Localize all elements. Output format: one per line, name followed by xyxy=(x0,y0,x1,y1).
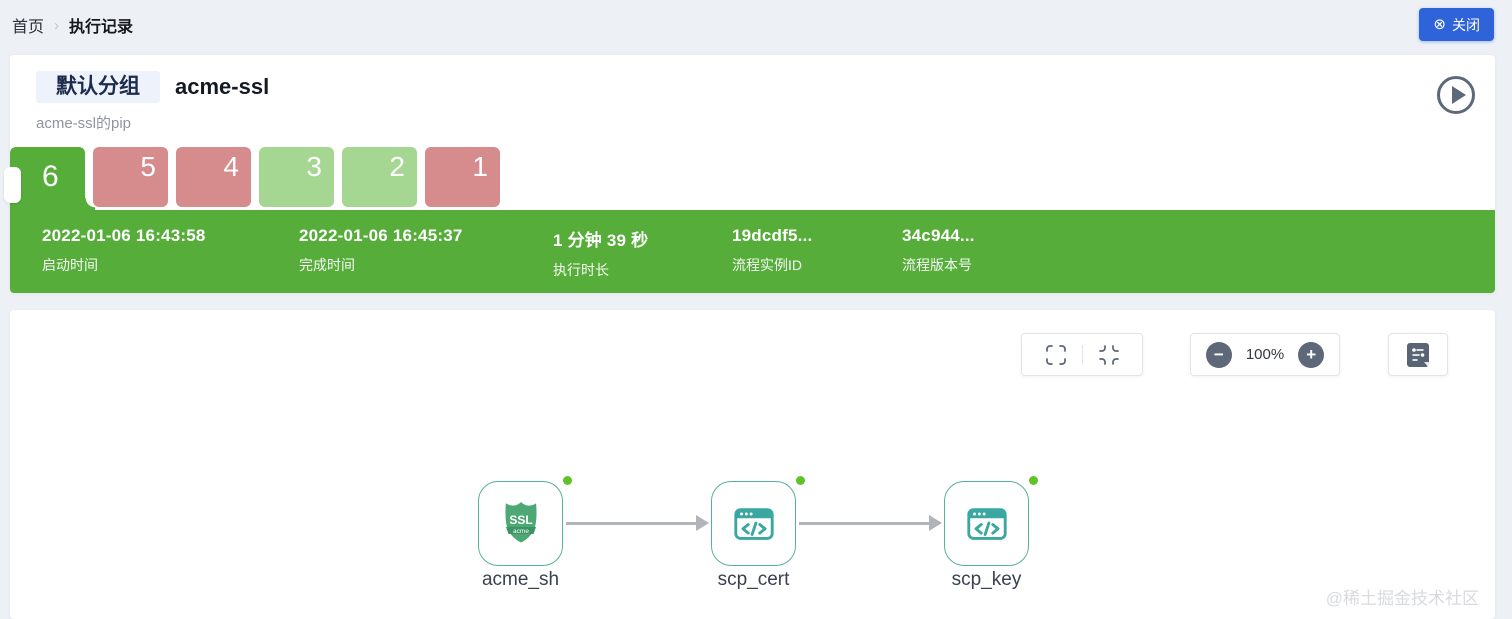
active-tab-fillet xyxy=(85,198,95,210)
node-status-dot xyxy=(1029,476,1038,485)
run-tab-5[interactable]: 5 xyxy=(93,147,168,207)
fit-view-button[interactable] xyxy=(1042,341,1070,369)
fit-screen-icon xyxy=(1045,344,1066,365)
node-scp_cert[interactable] xyxy=(711,481,796,566)
field-label: 流程实例ID xyxy=(732,257,802,273)
run-tab-2[interactable]: 2 xyxy=(342,147,417,207)
field-value: 19dcdf5... xyxy=(732,226,813,245)
ssl-shield-icon: SSL acme xyxy=(504,501,537,542)
field-value: 1 分钟 39 秒 xyxy=(553,231,649,250)
run-field-instance-id: 19dcdf5... 流程实例ID xyxy=(732,226,812,275)
pipeline-card: 默认分组 acme-ssl acme-ssl的pip 6 5 4 3 2 1 2… xyxy=(4,55,1495,293)
field-value: 2022-01-06 16:43:58 xyxy=(42,226,206,245)
run-number: 4 xyxy=(223,151,239,182)
run-detail-bar: 2022-01-06 16:43:58 启动时间 2022-01-06 16:4… xyxy=(10,210,1495,293)
edge-acme_sh-scp_cert xyxy=(566,522,697,525)
field-label: 完成时间 xyxy=(299,257,355,273)
canvas-zoom-toolbar: − 100% + xyxy=(1190,333,1340,376)
field-label: 流程版本号 xyxy=(902,257,972,273)
run-number: 1 xyxy=(472,151,488,182)
close-button-label: 关闭 xyxy=(1452,16,1480,33)
svg-text:SSL: SSL xyxy=(509,513,532,527)
field-label: 启动时间 xyxy=(42,257,98,273)
run-tab-6[interactable]: 6 xyxy=(10,147,85,210)
watermark: @稀土掘金技术社区 xyxy=(1325,589,1479,608)
node-status-dot xyxy=(563,476,572,485)
run-pipeline-button[interactable] xyxy=(1437,76,1475,114)
node-status-dot xyxy=(796,476,805,485)
run-field-start-time: 2022-01-06 16:43:58 启动时间 xyxy=(42,226,206,275)
group-badge: 默认分组 xyxy=(36,71,160,103)
run-number: 2 xyxy=(389,151,405,182)
toolbar-divider xyxy=(1081,344,1083,365)
run-field-version: 34c944... 流程版本号 xyxy=(902,226,975,275)
shrink-screen-icon xyxy=(1098,344,1119,365)
field-value: 2022-01-06 16:45:37 xyxy=(299,226,463,245)
pipeline-subtitle: acme-ssl的pip xyxy=(36,115,132,132)
breadcrumb-current: 执行记录 xyxy=(69,19,134,36)
run-list-handle[interactable] xyxy=(4,167,21,203)
node-scp_key[interactable] xyxy=(944,481,1029,566)
svg-text:acme: acme xyxy=(513,528,529,535)
breadcrumb: 首页 › 执行记录 xyxy=(12,13,133,37)
zoom-level: 100% xyxy=(1245,346,1285,363)
execution-log-button[interactable] xyxy=(1404,340,1432,370)
close-button[interactable]: ⊗ 关闭 xyxy=(1419,8,1494,41)
run-number: 5 xyxy=(140,151,156,182)
node-acme_sh[interactable]: SSL acme xyxy=(478,481,563,566)
chevron-right-icon: › xyxy=(54,16,60,34)
canvas-log-toolbar xyxy=(1388,333,1448,376)
node-label-scp_key: scp_key xyxy=(951,569,1022,590)
zoom-out-button[interactable]: − xyxy=(1205,341,1232,368)
canvas-card: − 100% + SSL acme acme_sh xyxy=(10,310,1495,619)
run-number: 6 xyxy=(42,160,59,193)
run-number: 3 xyxy=(306,151,322,182)
arrowhead-icon xyxy=(929,515,942,531)
field-value: 34c944... xyxy=(902,226,975,245)
node-label-acme_sh: acme_sh xyxy=(481,569,560,590)
flow-log-icon xyxy=(1407,342,1429,368)
edge-scp_cert-scp_key xyxy=(799,522,930,525)
run-tab-4[interactable]: 4 xyxy=(176,147,251,207)
arrowhead-icon xyxy=(696,515,709,531)
close-circle-icon: ⊗ xyxy=(1433,16,1446,33)
node-label-scp_cert: scp_cert xyxy=(717,569,790,590)
field-label: 执行时长 xyxy=(553,262,609,278)
breadcrumb-home[interactable]: 首页 xyxy=(12,19,45,36)
actual-size-button[interactable] xyxy=(1095,341,1123,369)
code-window-icon xyxy=(733,507,774,540)
pipeline-title: acme-ssl xyxy=(175,74,270,99)
zoom-in-button[interactable]: + xyxy=(1298,341,1325,368)
run-field-duration: 1 分钟 39 秒 执行时长 xyxy=(553,226,648,280)
run-field-finish-time: 2022-01-06 16:45:37 完成时间 xyxy=(299,226,463,275)
run-tab-1[interactable]: 1 xyxy=(425,147,500,207)
code-window-icon xyxy=(966,507,1007,540)
run-tab-3[interactable]: 3 xyxy=(259,147,334,207)
play-icon xyxy=(1452,86,1466,104)
breadcrumb-bar: 首页 › 执行记录 ⊗ 关闭 xyxy=(0,0,1512,47)
canvas-fit-toolbar xyxy=(1021,333,1143,376)
